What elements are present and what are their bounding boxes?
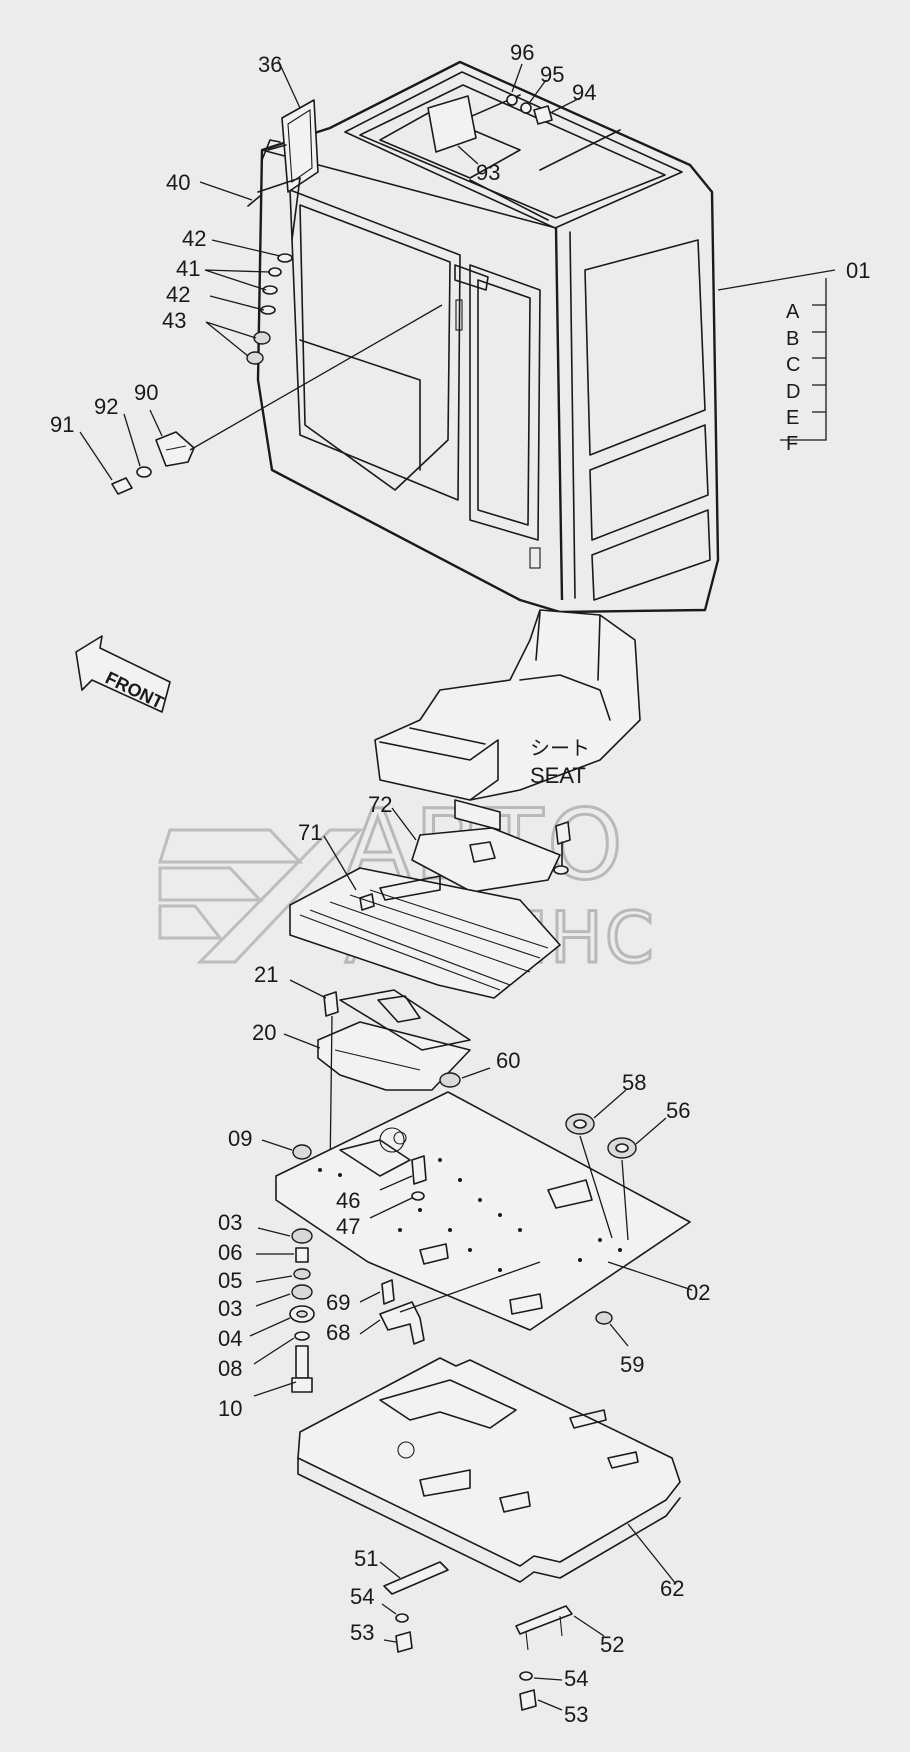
callout-04: 04 — [218, 1326, 242, 1351]
callout-72: 72 — [368, 792, 392, 817]
callout-01: 01 — [846, 258, 870, 283]
floor-mats: 72 71 — [289, 792, 571, 999]
callout-54-right: 54 — [564, 1666, 588, 1691]
callout-53-left: 53 — [350, 1620, 374, 1645]
seat-bracket: 21 20 — [252, 962, 471, 1176]
callout-68: 68 — [326, 1320, 350, 1345]
callout-08: 08 — [218, 1356, 242, 1381]
callout-47: 47 — [336, 1214, 360, 1239]
callout-92: 92 — [94, 394, 118, 419]
callout-60: 60 — [496, 1048, 520, 1073]
cushions: 58 56 — [565, 1070, 690, 1241]
door-stopper: 90 92 91 — [50, 304, 443, 495]
rubber-mount-60: 60 — [439, 1048, 520, 1088]
nut-59: 59 — [595, 1311, 644, 1377]
callout-C: C — [786, 354, 800, 376]
callout-58: 58 — [622, 1070, 646, 1095]
callout-A: A — [786, 301, 800, 323]
callout-10: 10 — [218, 1396, 242, 1421]
bracket-51-group: 51 54 53 — [350, 1546, 449, 1653]
callout-54-left: 54 — [350, 1584, 374, 1609]
callout-D: D — [786, 381, 800, 403]
callout-71: 71 — [298, 820, 322, 845]
callout-F: F — [786, 433, 798, 455]
callout-40: 40 — [166, 170, 190, 195]
callout-09: 09 — [228, 1126, 252, 1151]
cab-assembly — [256, 60, 720, 614]
washer-stack: 42 41 42 43 — [162, 226, 293, 365]
callout-95: 95 — [540, 62, 564, 87]
roof-fasteners: 96 95 94 93 — [427, 40, 596, 185]
bracket-68: 69 68 — [326, 1261, 541, 1345]
callout-B: B — [786, 328, 799, 350]
seat: シート SEAT — [374, 609, 641, 831]
seat-label-jp: シート — [530, 736, 590, 760]
callout-41: 41 — [176, 256, 200, 281]
mount-stack: 03 06 05 03 04 08 10 — [218, 1210, 315, 1421]
nut-09-46-47: 09 46 47 — [228, 1126, 427, 1239]
callout-20: 20 — [252, 1020, 276, 1045]
mirror-assembly: 36 40 — [166, 52, 319, 241]
under-cover: 62 — [297, 1357, 684, 1601]
callout-03-lower: 03 — [218, 1296, 242, 1321]
callout-02: 02 — [686, 1280, 710, 1305]
callout-51: 51 — [354, 1546, 378, 1571]
callout-05: 05 — [218, 1268, 242, 1293]
callout-59: 59 — [620, 1352, 644, 1377]
seat-label-en: SEAT — [530, 763, 586, 788]
callout-52: 52 — [600, 1632, 624, 1657]
callout-42-upper: 42 — [182, 226, 206, 251]
callout-E: E — [786, 407, 799, 429]
callout-46: 46 — [336, 1188, 360, 1213]
callout-21: 21 — [254, 962, 278, 987]
callout-90: 90 — [134, 380, 158, 405]
callout-56: 56 — [666, 1098, 690, 1123]
callout-62: 62 — [660, 1576, 684, 1601]
callout-96: 96 — [510, 40, 534, 65]
callout-42-lower: 42 — [166, 282, 190, 307]
callout-94: 94 — [572, 80, 596, 105]
callout-93: 93 — [476, 160, 500, 185]
bracket-52-group: 52 54 53 — [515, 1605, 624, 1727]
callout-03-upper: 03 — [218, 1210, 242, 1235]
callout-69: 69 — [326, 1290, 350, 1315]
front-arrow: FRONT — [75, 635, 171, 713]
callout-53-right: 53 — [564, 1702, 588, 1727]
callout-06: 06 — [218, 1240, 242, 1265]
callout-36: 36 — [258, 52, 282, 77]
callout-43: 43 — [162, 308, 186, 333]
floor-plate: 02 — [275, 1091, 710, 1331]
callout-91: 91 — [50, 412, 74, 437]
cab-callout-group: 01 A B C D E F — [717, 258, 870, 455]
